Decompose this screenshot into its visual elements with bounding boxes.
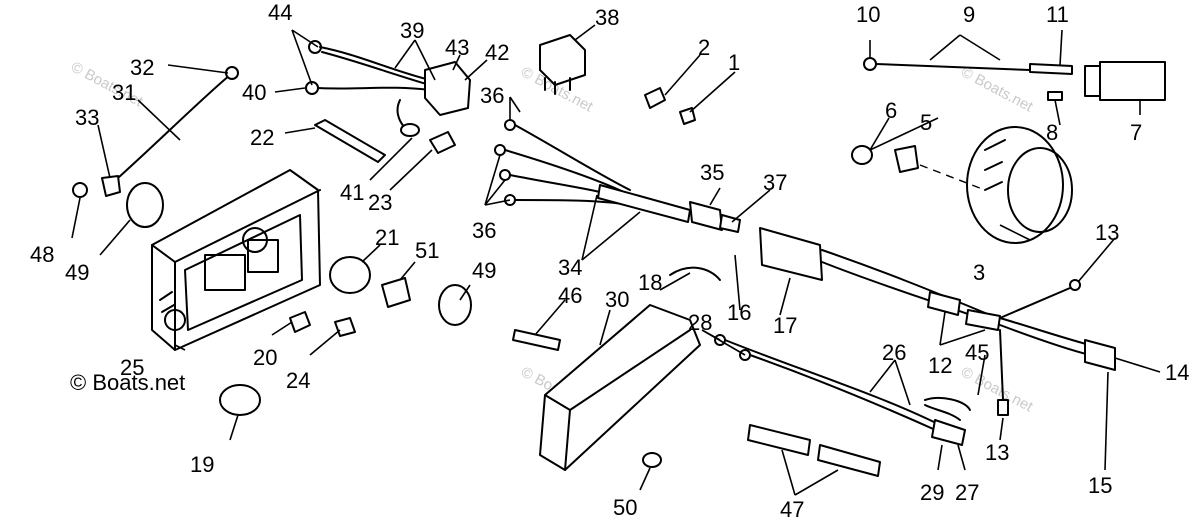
label-part-47: 47 — [780, 497, 804, 522]
label-part-17: 17 — [773, 313, 797, 338]
label-part-42: 42 — [485, 40, 509, 65]
label-part-21: 21 — [375, 225, 399, 250]
label-part-36a: 36 — [480, 83, 504, 108]
label-part-16: 16 — [727, 300, 751, 325]
watermark: © Boats.net — [958, 64, 1036, 116]
spacer-51 — [381, 277, 411, 308]
label-part-40: 40 — [242, 80, 266, 105]
label-part-12: 12 — [928, 353, 952, 378]
grommet-21 — [329, 256, 371, 294]
label-part-7: 7 — [1130, 120, 1142, 145]
label-part-18: 18 — [638, 270, 662, 295]
label-part-3: 3 — [973, 260, 985, 285]
label-part-26: 26 — [882, 340, 906, 365]
module-30 — [539, 304, 701, 471]
label-part-28: 28 — [688, 310, 712, 335]
washer-49 — [126, 182, 164, 228]
label-part-20: 20 — [253, 345, 277, 370]
clip-20 — [289, 311, 311, 333]
label-part-23: 23 — [368, 190, 392, 215]
label-part-46: 46 — [558, 283, 582, 308]
sleeve-22 — [314, 119, 386, 163]
label-part-35: 35 — [700, 160, 724, 185]
sleeve-47a — [747, 424, 811, 456]
label-part-34: 34 — [558, 255, 582, 280]
label-part-10: 10 — [856, 2, 880, 27]
bracket-2 — [644, 87, 666, 109]
gauge-3 — [966, 126, 1073, 244]
label-part-45: 45 — [965, 340, 989, 365]
label-part-2: 2 — [698, 35, 710, 60]
label-part-13a: 13 — [1095, 220, 1119, 245]
label-part-9: 9 — [963, 2, 975, 27]
label-part-31: 31 — [112, 80, 136, 105]
label-part-22: 22 — [250, 125, 274, 150]
part-labels: 1 2 3 5 6 7 8 9 10 11 12 13 13 14 15 16 … — [30, 0, 1189, 522]
main-harness — [759, 227, 1116, 416]
leader-lines — [71, 24, 1161, 496]
label-part-39: 39 — [400, 18, 424, 43]
label-part-43: 43 — [445, 35, 469, 60]
label-part-5: 5 — [920, 110, 932, 135]
label-part-50: 50 — [613, 495, 637, 520]
label-part-37: 37 — [763, 170, 787, 195]
label-part-8: 8 — [1046, 120, 1058, 145]
relay-38 — [539, 34, 586, 95]
clip-18 — [669, 266, 721, 281]
label-part-14: 14 — [1165, 360, 1189, 385]
label-part-11: 11 — [1046, 2, 1069, 27]
label-part-27: 27 — [955, 480, 979, 505]
label-part-30: 30 — [605, 287, 629, 312]
wire-harness-top — [305, 40, 471, 154]
label-part-15: 15 — [1088, 473, 1112, 498]
screw-1 — [679, 107, 696, 125]
label-part-29: 29 — [920, 480, 944, 505]
screw-50 — [642, 452, 662, 468]
label-part-48: 48 — [30, 242, 54, 267]
label-part-41: 41 — [340, 180, 364, 205]
label-part-1: 1 — [728, 50, 740, 75]
socket-6 — [851, 145, 873, 165]
label-part-25: 25 — [120, 355, 144, 380]
sleeve-47b — [817, 444, 881, 477]
clip-45 — [924, 397, 971, 421]
lamp-wire — [863, 57, 1166, 101]
sender-wire — [494, 119, 741, 233]
label-part-6: 6 — [885, 98, 897, 123]
watermark-prominent: © Boats.net — [70, 370, 185, 395]
screw-24 — [334, 317, 356, 337]
label-part-13b: 13 — [985, 440, 1009, 465]
clamp-19 — [219, 384, 261, 416]
label-part-51: 51 — [415, 238, 439, 263]
label-part-32: 32 — [130, 55, 154, 80]
label-part-24: 24 — [286, 368, 310, 393]
ground-wire — [101, 66, 239, 197]
bulb-5 — [894, 145, 919, 173]
label-part-19: 19 — [190, 452, 214, 477]
nut-48 — [72, 182, 88, 198]
label-part-44: 44 — [268, 0, 292, 25]
label-part-49b: 49 — [472, 258, 496, 283]
label-part-33: 33 — [75, 105, 99, 130]
label-part-38: 38 — [595, 5, 619, 30]
label-part-36b: 36 — [472, 218, 496, 243]
electrical-box — [151, 169, 321, 351]
bolt-46 — [512, 329, 561, 351]
wire-26 — [714, 334, 966, 446]
label-part-49a: 49 — [65, 260, 89, 285]
